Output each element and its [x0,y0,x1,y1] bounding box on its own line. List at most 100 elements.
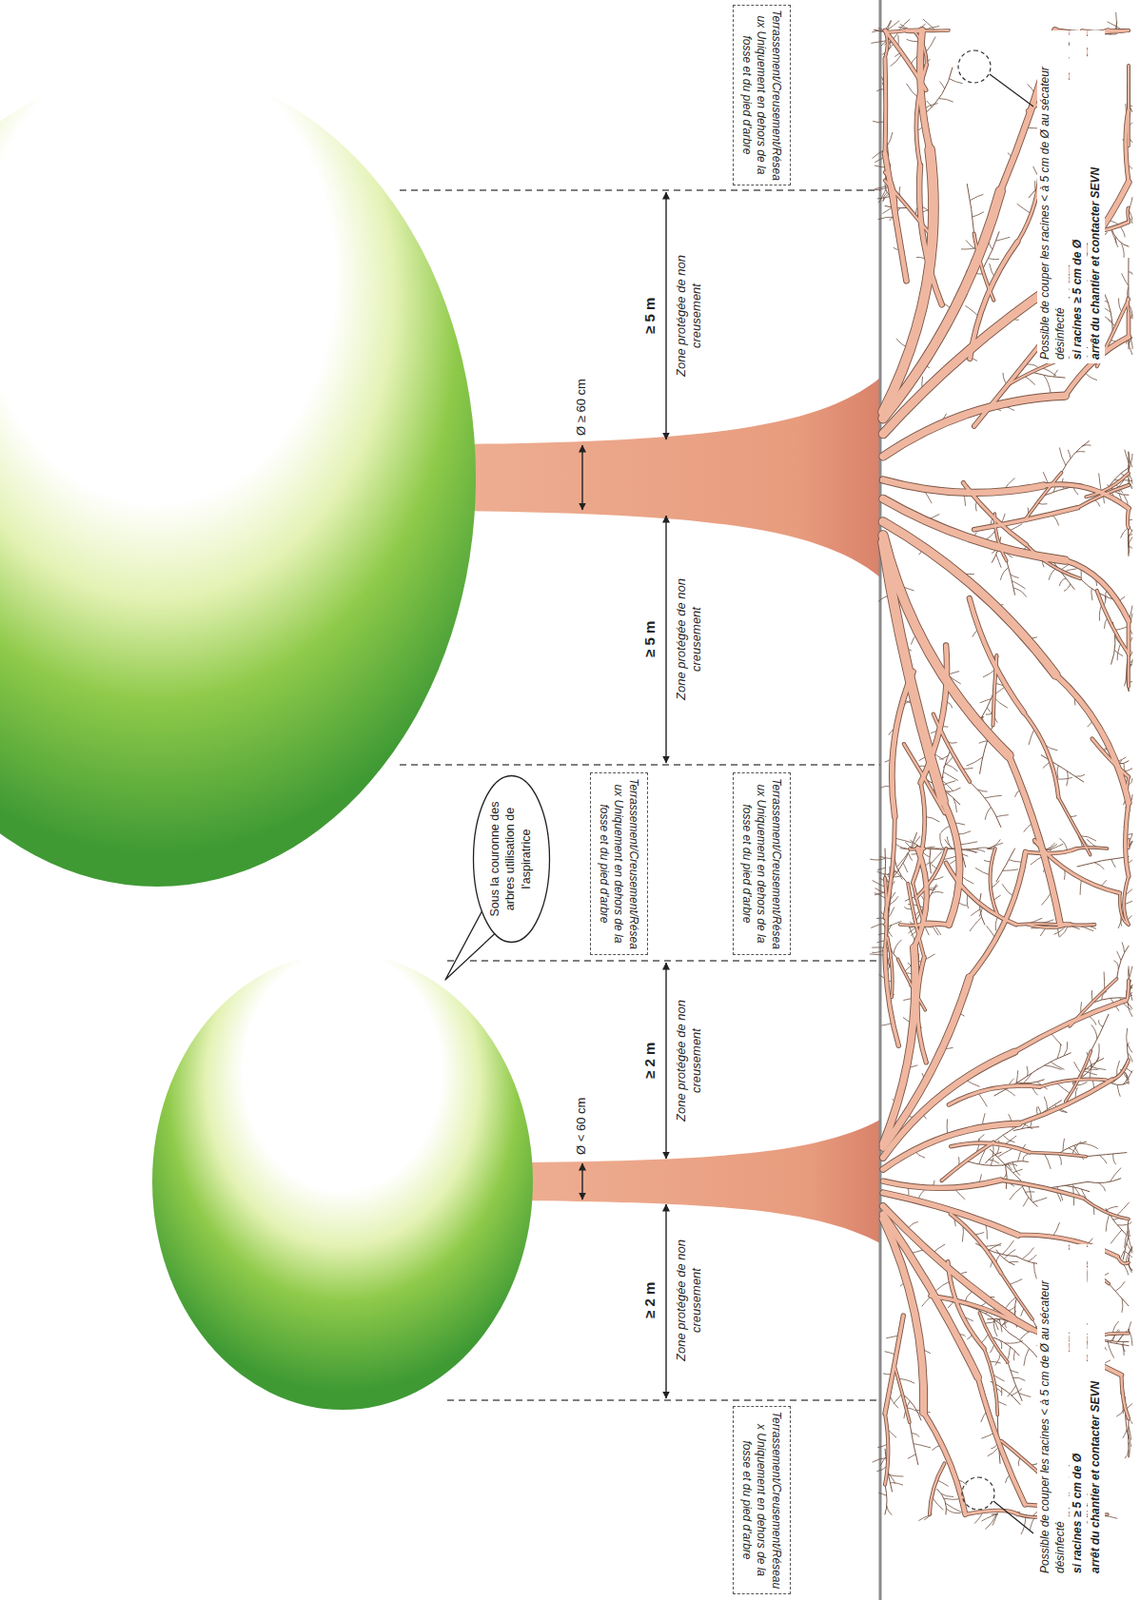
root [1025,848,1078,854]
rootlet [1041,367,1057,376]
rootlet [890,54,903,66]
zone-label: Zone protégée de non creusement [673,989,706,1133]
note-text: Terrassement/Creusement/Réseaux Uniqueme… [738,1411,784,1591]
root [1023,712,1059,798]
root [996,848,1016,883]
root [894,1365,910,1424]
root [1125,803,1129,877]
canopy-opening [76,0,238,158]
root [991,1513,999,1515]
root [984,1152,1002,1164]
rootlet [1002,869,1019,871]
root [1125,207,1130,222]
rootlet [1057,766,1059,779]
root [1112,1060,1129,1081]
rootlet [1111,859,1117,868]
root [1055,674,1129,803]
root [914,30,927,65]
root [964,1511,1018,1515]
rootlet [1110,1230,1122,1244]
root-warning: arrêt du chantier et contacter SEVN [1087,1244,1105,1578]
root [1087,1179,1121,1184]
rootlet [878,1493,887,1496]
root [1078,485,1130,509]
root [1002,1161,1029,1166]
rootlet [1013,588,1027,598]
rootlet [1105,1215,1110,1233]
root [1124,981,1129,1002]
rootlet [1012,1169,1023,1174]
zone-label: Zone protégée de non creusement [673,1229,706,1373]
rootlet [945,1504,963,1514]
root [912,783,925,884]
root [909,847,923,850]
rootlet [979,741,988,744]
rootlet [907,1454,916,1460]
root [1065,1051,1092,1102]
rootlet [966,849,977,854]
root [1125,654,1129,692]
rootlet [1004,1341,1023,1345]
leader-line [989,74,1034,107]
rootlet [1115,12,1118,32]
root [1016,1080,1044,1084]
rootlet [1032,1198,1047,1203]
zone-label: Zone protégée de non creusement [673,244,706,388]
root [1122,1236,1129,1260]
rootlet [1022,1248,1034,1260]
rootlet [1121,1298,1123,1314]
rootlet [1126,1243,1133,1255]
root [884,1414,888,1486]
rootlet [1002,1135,1016,1143]
rootlet [1117,1085,1121,1098]
root [1025,472,1062,519]
root [1009,1334,1039,1359]
rootlet [887,1474,904,1477]
rootlet [1099,1155,1107,1164]
root [993,1337,1020,1357]
rootlet [943,771,959,781]
rootlet [1002,1240,1014,1256]
rootlet [1043,1065,1062,1071]
rootlet [969,194,983,200]
rootlet [996,236,1011,241]
root [1127,508,1129,528]
rootlet [908,853,913,862]
small-canopy [152,953,533,1411]
root [1025,848,1078,854]
speech-bubble: Sous la couronne des arbres utilisation … [471,774,551,944]
rootlet [1000,568,1009,581]
rootlet [1120,528,1129,539]
root [1058,797,1091,856]
rootlet [1059,448,1066,467]
root [883,58,887,154]
root [884,180,931,236]
root [1097,590,1129,655]
rootlet [1124,1450,1129,1459]
rootlet [978,1092,988,1107]
root [916,64,927,166]
rootlet [1128,537,1133,546]
root [1085,1153,1127,1158]
rootlet [1128,457,1133,468]
root [979,1313,1008,1363]
root [902,1394,922,1421]
rootlet [1121,273,1129,286]
rootlet [994,697,1008,708]
rootlet [940,833,944,849]
root [1090,1014,1109,1052]
note-text: Terrassement/Creusement/Réseaux Uniqueme… [738,9,784,181]
rootlet [1008,860,1022,864]
rootlet [903,863,908,873]
rootlet [1117,951,1121,962]
rootlet [1128,272,1133,276]
root [964,1511,1018,1515]
rootlet [1091,1024,1098,1040]
rootlet [1008,1279,1023,1286]
root [884,816,895,918]
rootlet [1043,1153,1052,1170]
root [1127,257,1129,300]
rootlet [1128,1329,1133,1347]
rootlet [972,849,985,853]
root [883,1218,924,1414]
